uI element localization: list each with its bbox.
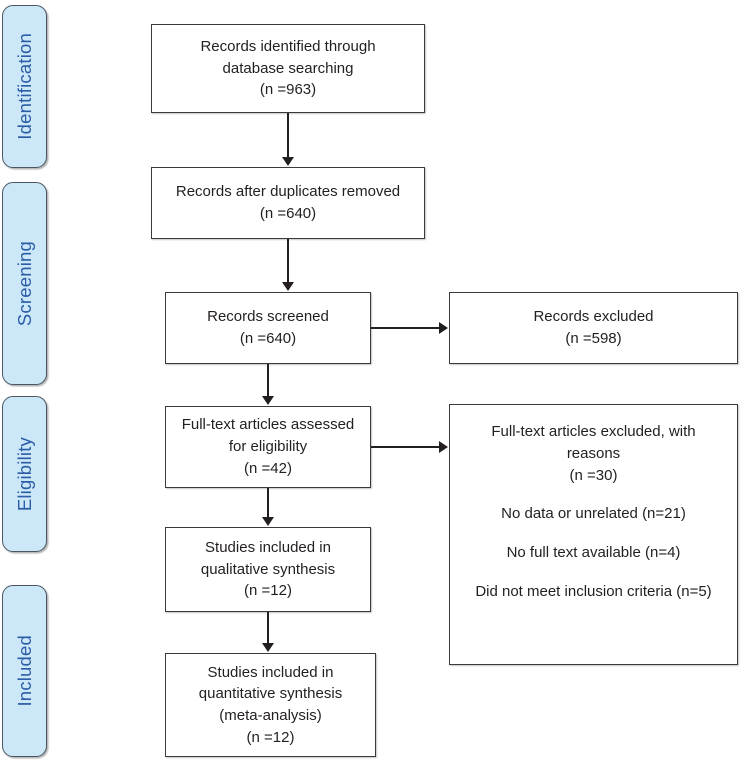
box-studies-quantitative-synthesis: Studies included in quantitative synthes… xyxy=(165,653,376,757)
arrowhead-right-icon xyxy=(439,441,448,453)
box-records-identified-line1: Records identified through xyxy=(200,37,376,55)
arrowhead-down-icon xyxy=(282,157,294,166)
box-records-excluded-count: (n =598) xyxy=(565,330,622,347)
box-records-excluded-line1: Records excluded xyxy=(533,308,654,326)
box-studies-qualitative-count: (n =12) xyxy=(244,582,292,600)
connector-screened-to-fulltext xyxy=(267,364,269,397)
box-studies-quantitative-line3: (meta-analysis) xyxy=(219,707,322,724)
box-fulltext-excluded-line2: reasons xyxy=(566,444,621,462)
box-fulltext-excluded-count: (n =30) xyxy=(569,466,618,484)
box-records-identified-count: (n =963) xyxy=(259,81,317,99)
box-fulltext-excluded-line1: Full-text articles excluded, with xyxy=(491,423,696,440)
stage-rail-eligibility-label: Eligibility xyxy=(13,436,35,512)
box-studies-quantitative-count: (n =12) xyxy=(246,728,295,746)
stage-rail-eligibility: Eligibility xyxy=(2,396,47,552)
box-studies-quantitative-line2: quantitative synthesis xyxy=(198,685,343,703)
box-records-screened-line1: Records screened xyxy=(207,308,329,326)
box-fulltext-assessed: Full-text articles assessed for eligibil… xyxy=(165,406,371,488)
box-records-screened: Records screened (n =640) xyxy=(165,292,371,364)
box-records-excluded: Records excluded (n =598) xyxy=(449,292,738,364)
connector-fulltext-to-reasons xyxy=(371,446,440,448)
stage-rail-identification: Identification xyxy=(2,5,47,168)
box-records-after-duplicates-removed-line1: Records after duplicates removed xyxy=(175,183,401,201)
box-fulltext-excluded-with-reasons: Full-text articles excluded, with reason… xyxy=(449,404,738,665)
box-studies-qualitative-line1: Studies included in xyxy=(205,538,331,556)
connector-fulltext-to-qualitative xyxy=(267,488,269,518)
exclusion-reason-2: No full text available (n=4) xyxy=(506,544,681,561)
arrowhead-right-icon xyxy=(439,322,448,334)
arrowhead-down-icon xyxy=(262,517,274,526)
exclusion-reason-3: Did not meet inclusion criteria (n=5) xyxy=(475,582,712,600)
stage-rail-included: Included xyxy=(2,585,47,757)
box-records-identified-line2: database searching xyxy=(222,59,354,77)
stage-rail-included-label: Included xyxy=(13,635,35,707)
connector-qualitative-to-quantitative xyxy=(267,612,269,644)
connector-dedup-to-screened xyxy=(287,239,289,283)
box-records-after-duplicates-removed-count: (n =640) xyxy=(259,205,317,222)
stage-rail-screening: Screening xyxy=(2,182,47,385)
arrowhead-down-icon xyxy=(262,396,274,405)
box-records-screened-count: (n =640) xyxy=(239,330,297,347)
box-studies-qualitative-synthesis: Studies included in qualitative synthesi… xyxy=(165,527,371,612)
box-fulltext-assessed-line1: Full-text articles assessed xyxy=(181,416,355,434)
box-records-after-duplicates-removed: Records after duplicates removed (n =640… xyxy=(151,167,425,239)
exclusion-reason-1: No data or unrelated (n=21) xyxy=(501,505,686,523)
stage-rail-screening-label: Screening xyxy=(13,240,35,327)
box-studies-quantitative-line1: Studies included in xyxy=(207,663,334,681)
arrowhead-down-icon xyxy=(262,643,274,652)
box-fulltext-assessed-count: (n =42) xyxy=(244,459,292,477)
box-fulltext-assessed-line2: for eligibility xyxy=(228,438,308,456)
stage-rail-identification-label: Identification xyxy=(13,33,35,140)
connector-screened-to-excluded xyxy=(371,327,440,329)
connector-identified-to-dedup xyxy=(287,113,289,158)
box-studies-qualitative-line2: qualitative synthesis xyxy=(200,560,336,578)
box-records-identified: Records identified through database sear… xyxy=(151,24,425,113)
arrowhead-down-icon xyxy=(282,282,294,291)
